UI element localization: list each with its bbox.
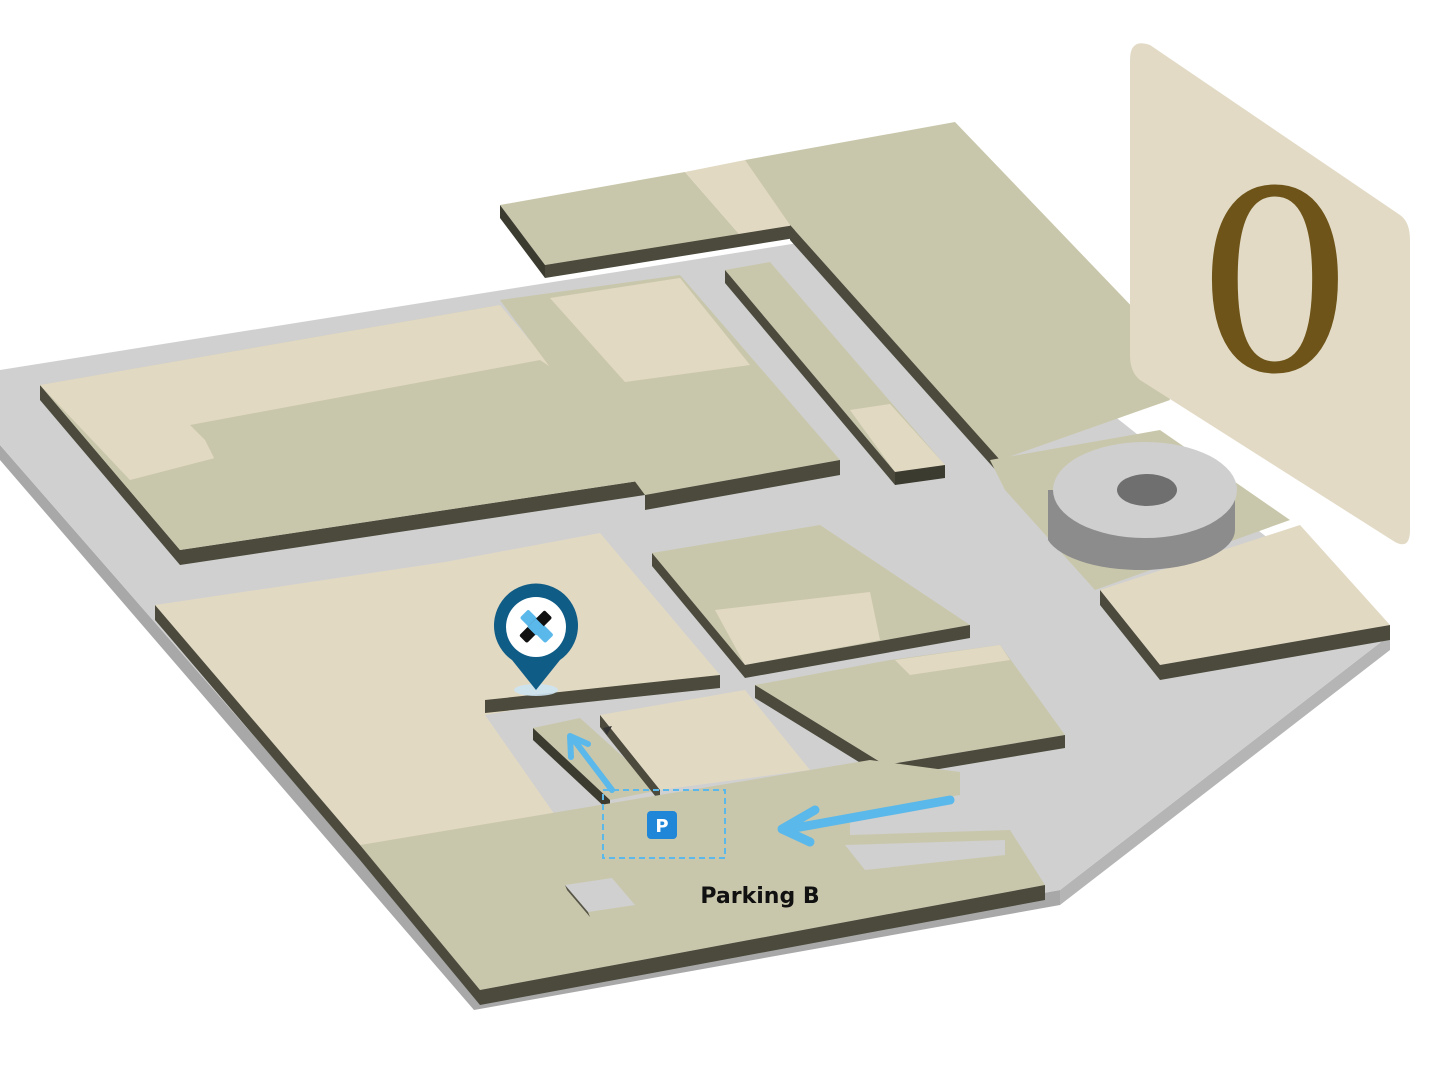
building-top-row[interactable] xyxy=(500,160,795,278)
rotunda[interactable] xyxy=(1048,442,1237,571)
building-northeast[interactable] xyxy=(745,122,1170,475)
building-center[interactable] xyxy=(652,525,970,678)
building-north-center[interactable] xyxy=(500,275,840,510)
floor-number: 0 xyxy=(1195,138,1354,429)
building-northwest[interactable] xyxy=(40,305,645,565)
building-ramp-side[interactable] xyxy=(533,690,810,812)
building-center-south[interactable] xyxy=(755,645,1065,778)
parking-label: Parking B xyxy=(700,884,819,909)
crossed-tools-pin-icon xyxy=(519,610,553,643)
building-strip[interactable] xyxy=(725,262,945,485)
parking-sign-icon: P xyxy=(647,811,677,839)
floor-indicator: 0 xyxy=(1130,43,1410,545)
parking-sign-letter: P xyxy=(655,816,668,837)
route-arrow-ramp xyxy=(567,726,615,793)
parking-zone[interactable] xyxy=(602,789,726,859)
location-marker[interactable] xyxy=(494,583,579,696)
route-arrow-entry xyxy=(777,795,955,847)
parking-b-slab[interactable] xyxy=(360,760,1045,1005)
building-west[interactable] xyxy=(155,533,720,860)
